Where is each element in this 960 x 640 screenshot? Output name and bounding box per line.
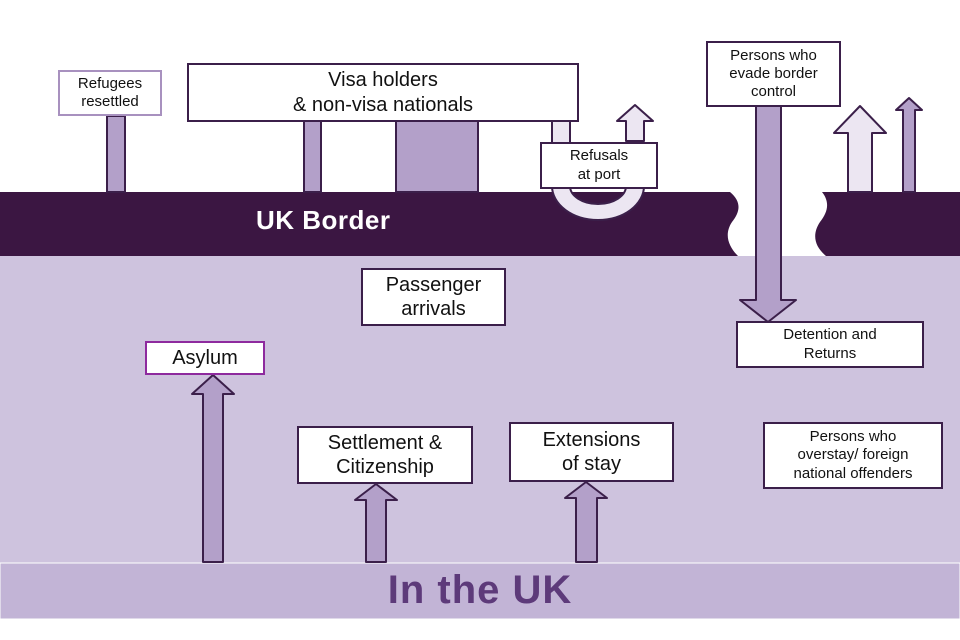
asylum-up-arrow	[191, 374, 235, 563]
detention-returns-box: Detention and Returns	[736, 321, 924, 368]
refugees-resettled-box: Refugees resettled	[58, 70, 162, 116]
overstay-offenders-box: Persons who overstay/ foreign national o…	[763, 422, 943, 489]
refusals-at-port-box: Refusals at port	[540, 142, 658, 189]
extensions-of-stay-box: Extensions of stay	[509, 422, 674, 482]
refugees-flow-bar	[106, 115, 126, 193]
visa-flow-bar-narrow	[303, 120, 322, 193]
evade-down-arrow	[739, 105, 797, 323]
visa-flow-bar-wide	[395, 120, 479, 193]
in-the-uk-strip	[0, 562, 960, 620]
in-the-uk-label: In the UK	[387, 568, 573, 612]
extensions-up-arrow	[564, 481, 608, 563]
settlement-up-arrow	[354, 483, 398, 563]
uk-border-band-left	[0, 192, 739, 256]
refusals-up-arrow	[616, 104, 654, 142]
visa-holders-box: Visa holders & non-visa nationals	[187, 63, 579, 122]
evade-border-control-box: Persons who evade border control	[706, 41, 841, 107]
passenger-arrivals-box: Passenger arrivals	[361, 268, 506, 326]
uk-border-band-right	[815, 192, 960, 256]
departure-arrow-narrow	[895, 97, 923, 193]
settlement-citizenship-box: Settlement & Citizenship	[297, 426, 473, 484]
departure-arrow-wide	[833, 105, 887, 193]
uk-border-label: UK Border	[256, 205, 391, 235]
asylum-box: Asylum	[145, 341, 265, 375]
